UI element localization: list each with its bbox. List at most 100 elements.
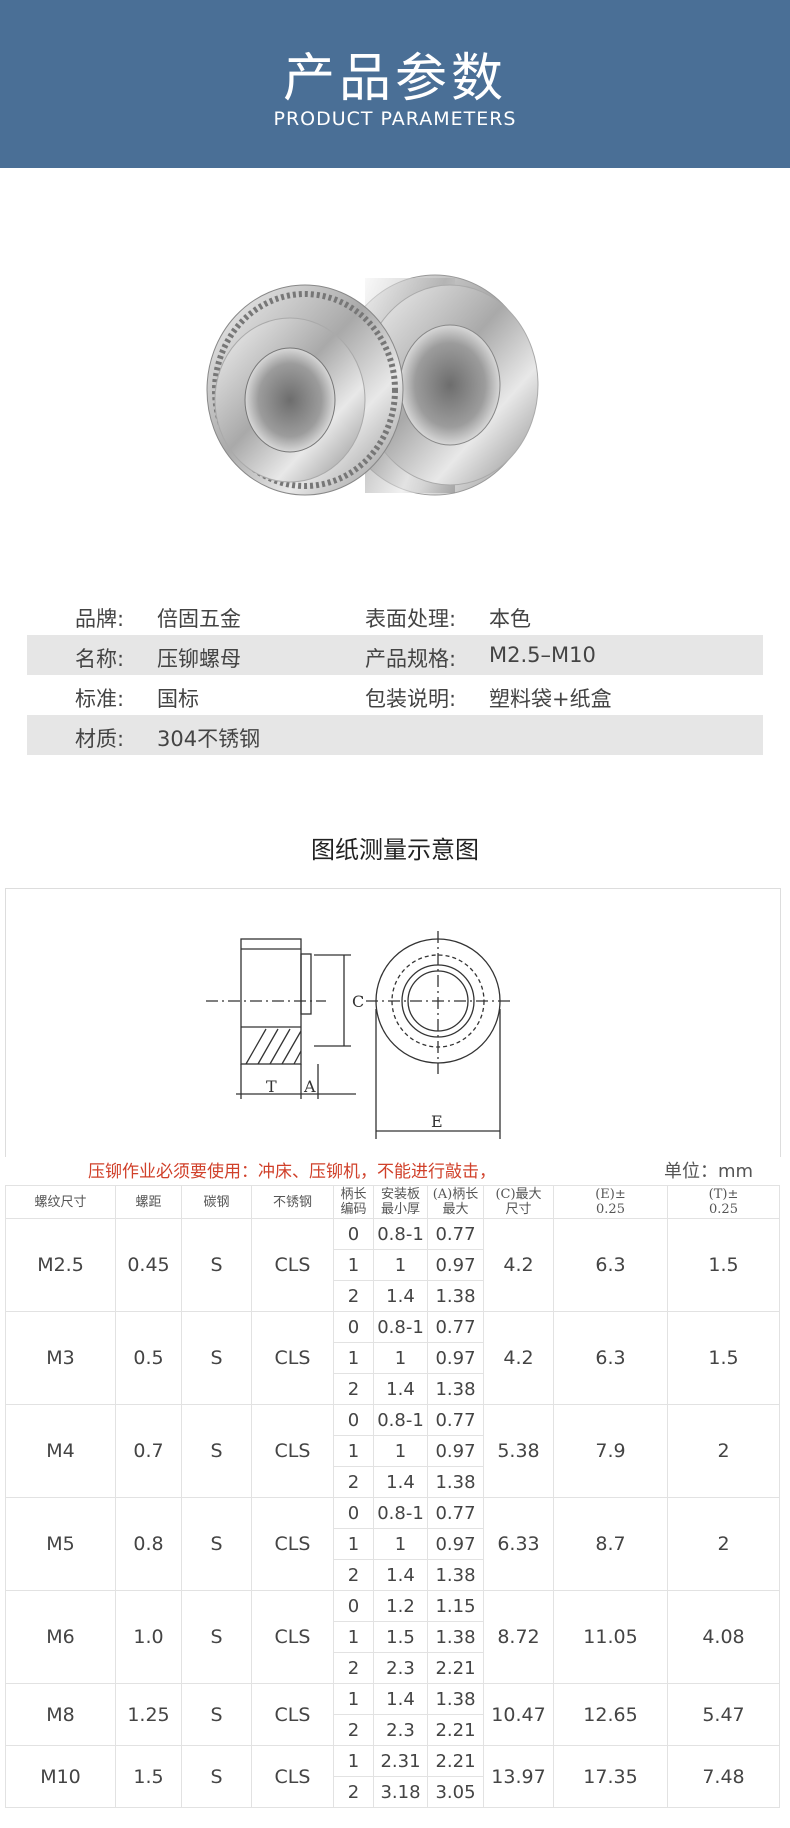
spec-label: 表面处理: <box>365 607 457 631</box>
cell-min-sheet: 1.4 <box>373 1466 428 1498</box>
page-title: 产品参数 <box>282 49 507 109</box>
cell-min-sheet: 2.3 <box>373 1714 428 1746</box>
dim-label-e: E <box>431 1112 443 1131</box>
cell-size: M6 <box>5 1590 116 1684</box>
col-header: 安装板 最小厚 <box>373 1185 428 1219</box>
cell-a-max: 0.77 <box>427 1404 484 1436</box>
cell-a-max: 1.38 <box>427 1373 484 1405</box>
cell-t: 2 <box>667 1404 780 1498</box>
cell-min-sheet: 0.8-1 <box>373 1218 428 1250</box>
cell-min-sheet: 2.31 <box>373 1745 428 1777</box>
cell-carbon: S <box>181 1218 252 1312</box>
table-header-row: 螺纹尺寸 螺距 碳钢 不锈钢 柄长 编码 安装板 最小厚 (A)柄长 最大 (C… <box>5 1185 780 1219</box>
cell-shank-code: 0 <box>333 1497 374 1529</box>
unit-label: 单位：mm <box>664 1161 754 1182</box>
spec-label: 产品规格: <box>365 647 457 671</box>
cell-size: M2.5 <box>5 1218 116 1312</box>
cell-shank-code: 0 <box>333 1218 374 1250</box>
cell-shank-code: 1 <box>333 1435 374 1467</box>
cell-c: 10.47 <box>483 1683 554 1746</box>
col-header: 碳钢 <box>181 1185 252 1219</box>
cell-c: 13.97 <box>483 1745 554 1808</box>
drawing-title: 图纸测量示意图 <box>311 836 479 864</box>
cell-min-sheet: 1 <box>373 1342 428 1374</box>
cell-shank-code: 2 <box>333 1776 374 1808</box>
cell-a-max: 0.77 <box>427 1497 484 1529</box>
notice-text: 压铆作业必须要使用：冲床、压铆机，不能进行敲击， <box>88 1162 496 1182</box>
cell-c: 6.33 <box>483 1497 554 1591</box>
cell-size: M5 <box>5 1497 116 1591</box>
cell-e: 6.3 <box>553 1311 668 1405</box>
page-subtitle: PRODUCT PARAMETERS <box>273 108 517 130</box>
spec-label: 标准: <box>75 687 125 711</box>
cell-shank-code: 2 <box>333 1714 374 1746</box>
drawing-panel: C T A E <box>5 888 781 1157</box>
cell-a-max: 2.21 <box>427 1714 484 1746</box>
spec-table: 螺纹尺寸 螺距 碳钢 不锈钢 柄长 编码 安装板 最小厚 (A)柄长 最大 (C… <box>5 1185 780 1808</box>
cell-a-max: 1.38 <box>427 1683 484 1715</box>
cell-size: M8 <box>5 1683 116 1746</box>
cell-t: 2 <box>667 1497 780 1591</box>
cell-a-max: 2.21 <box>427 1652 484 1684</box>
spec-row-name: 名称: 压铆螺母 产品规格: M2.5–M10 <box>27 635 763 675</box>
cell-c: 8.72 <box>483 1590 554 1684</box>
cell-t: 4.08 <box>667 1590 780 1684</box>
cell-t: 7.48 <box>667 1745 780 1808</box>
cell-a-max: 0.97 <box>427 1435 484 1467</box>
cell-e: 12.65 <box>553 1683 668 1746</box>
cell-a-max: 0.97 <box>427 1528 484 1560</box>
cell-min-sheet: 1.4 <box>373 1280 428 1312</box>
cell-carbon: S <box>181 1404 252 1498</box>
cell-shank-code: 0 <box>333 1590 374 1622</box>
spec-value: 倍固五金 <box>157 607 241 631</box>
cell-stainless: CLS <box>251 1590 334 1684</box>
cell-min-sheet: 3.18 <box>373 1776 428 1808</box>
spec-value: 304不锈钢 <box>157 727 261 751</box>
cell-shank-code: 1 <box>333 1621 374 1653</box>
cell-shank-code: 2 <box>333 1466 374 1498</box>
col-header: (T)± 0.25 <box>667 1185 780 1219</box>
spec-row-brand: 品牌: 倍固五金 表面处理: 本色 <box>27 595 763 635</box>
cell-stainless: CLS <box>251 1497 334 1591</box>
cell-shank-code: 2 <box>333 1652 374 1684</box>
cell-stainless: CLS <box>251 1745 334 1808</box>
cell-shank-code: 1 <box>333 1528 374 1560</box>
cell-min-sheet: 1.4 <box>373 1373 428 1405</box>
cell-pitch: 1.5 <box>115 1745 182 1808</box>
cell-shank-code: 1 <box>333 1342 374 1374</box>
spec-list: 品牌: 倍固五金 表面处理: 本色 名称: 压铆螺母 产品规格: M2.5–M1… <box>27 595 763 755</box>
col-header: (C)最大 尺寸 <box>483 1185 554 1219</box>
spec-row-material: 材质: 304不锈钢 <box>27 715 763 755</box>
cell-min-sheet: 1.2 <box>373 1590 428 1622</box>
cell-e: 7.9 <box>553 1404 668 1498</box>
cell-a-max: 2.21 <box>427 1745 484 1777</box>
cell-carbon: S <box>181 1311 252 1405</box>
cell-shank-code: 1 <box>333 1683 374 1715</box>
cell-shank-code: 2 <box>333 1559 374 1591</box>
cell-min-sheet: 1 <box>373 1528 428 1560</box>
cell-a-max: 3.05 <box>427 1776 484 1808</box>
col-header: 螺纹尺寸 <box>5 1185 116 1219</box>
technical-drawing: C T A E <box>206 931 511 1139</box>
cell-carbon: S <box>181 1590 252 1684</box>
spec-row-standard: 标准: 国标 包装说明: 塑料袋+纸盒 <box>27 675 763 715</box>
cell-c: 4.2 <box>483 1311 554 1405</box>
cell-a-max: 0.97 <box>427 1249 484 1281</box>
spec-label: 名称: <box>75 647 125 671</box>
cell-pitch: 0.8 <box>115 1497 182 1591</box>
cell-shank-code: 2 <box>333 1280 374 1312</box>
col-header: 柄长 编码 <box>333 1185 374 1219</box>
cell-min-sheet: 1.5 <box>373 1621 428 1653</box>
cell-shank-code: 1 <box>333 1745 374 1777</box>
col-header: (E)± 0.25 <box>553 1185 668 1219</box>
cell-min-sheet: 0.8-1 <box>373 1311 428 1343</box>
cell-pitch: 1.25 <box>115 1683 182 1746</box>
